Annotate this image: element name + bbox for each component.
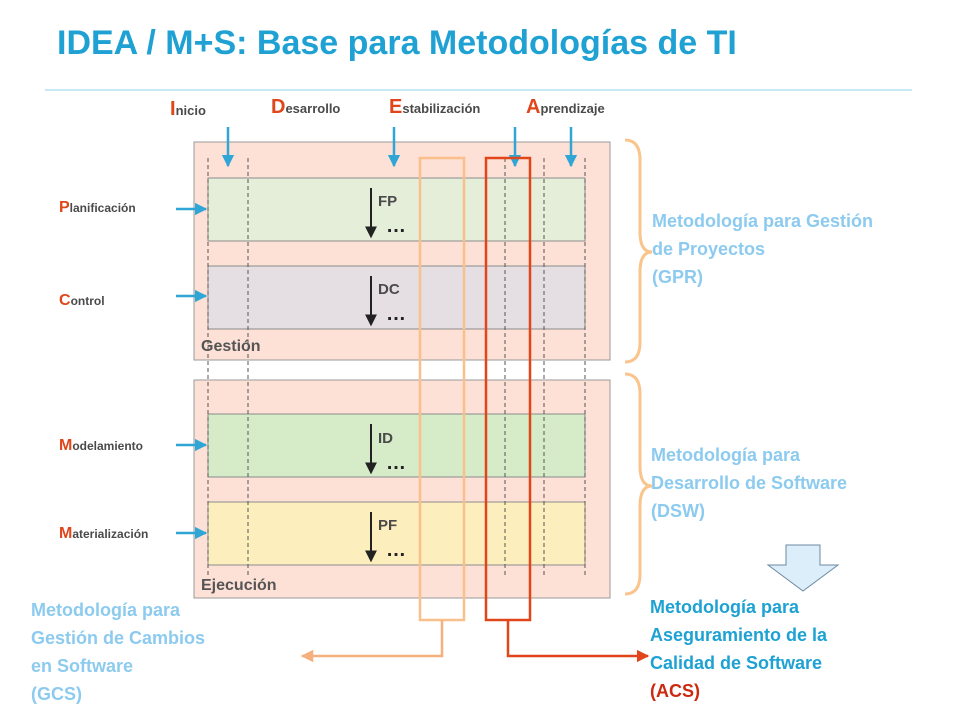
slide-title: IDEA / M+S: Base para Metodologías de TI (57, 24, 737, 62)
dsw-line-2: Desarrollo de Software (651, 473, 848, 493)
gcs-line-3: en Software (31, 656, 134, 676)
methodology-gpr: Metodología para Gestión de Proyectos (G… (652, 207, 873, 291)
gpr-line-2: de Proyectos (652, 239, 766, 259)
dsw-line-1: Metodología para (651, 445, 801, 465)
gpr-brace (624, 138, 653, 364)
lane-dots-fp: … (386, 215, 406, 237)
acs-line-4: (ACS) (650, 681, 700, 701)
process-modelamiento: Modelamiento (59, 437, 144, 454)
gcs-line-2: Gestión de Cambios (31, 628, 206, 648)
dsw-brace (624, 372, 653, 596)
acs-line-1: Metodología para (650, 597, 800, 617)
phase-aprendizaje: Aprendizaje (526, 96, 605, 118)
process-arrows (176, 202, 208, 540)
lane-code-fp: FP (378, 193, 398, 210)
lane-dots-pf: … (386, 539, 406, 561)
lane-code-pf: PF (378, 517, 398, 534)
methodology-dsw: Metodología para Desarrollo de Software … (651, 441, 847, 525)
lane-dots-dc: … (386, 303, 406, 325)
methodology-gcs: Metodología para Gestión de Cambios en S… (31, 596, 205, 708)
phase-desarrollo: Desarrollo (271, 96, 341, 118)
gpr-line-1: Metodología para Gestión (652, 211, 874, 231)
lane-code-dc: DC (378, 281, 400, 298)
down-block-arrow (766, 544, 840, 592)
band-label-gestion: Gestión (201, 338, 261, 355)
lane-fp (207, 177, 586, 242)
process-control: Control (59, 292, 105, 309)
methodology-acs: Metodología para Aseguramiento de la Cal… (650, 593, 827, 705)
gcs-line-4: (GCS) (31, 684, 82, 704)
gcs-connector-arrow (300, 620, 444, 663)
band-label-ejecucion: Ejecución (201, 577, 277, 594)
phase-estabilizacion: Estabilización (389, 96, 481, 118)
phase-gridlines (207, 158, 586, 578)
acs-line-2: Aseguramiento de la (650, 625, 828, 645)
phase-arrows (221, 127, 578, 168)
acs-line-3: Calidad de Software (650, 653, 823, 673)
gcs-line-1: Metodología para (31, 600, 181, 620)
process-planificacion: Planificación (59, 199, 136, 216)
lane-code-id: ID (378, 430, 393, 447)
acs-connector-arrow (506, 620, 650, 663)
lane-dots-id: … (386, 452, 406, 474)
lane-pf (207, 501, 586, 566)
process-materializacion: Materialización (59, 525, 149, 542)
dsw-line-3: (DSW) (651, 501, 705, 521)
gpr-line-3: (GPR) (652, 267, 703, 287)
phase-inicio: Inicio (170, 98, 206, 120)
lane-dc (207, 265, 586, 330)
